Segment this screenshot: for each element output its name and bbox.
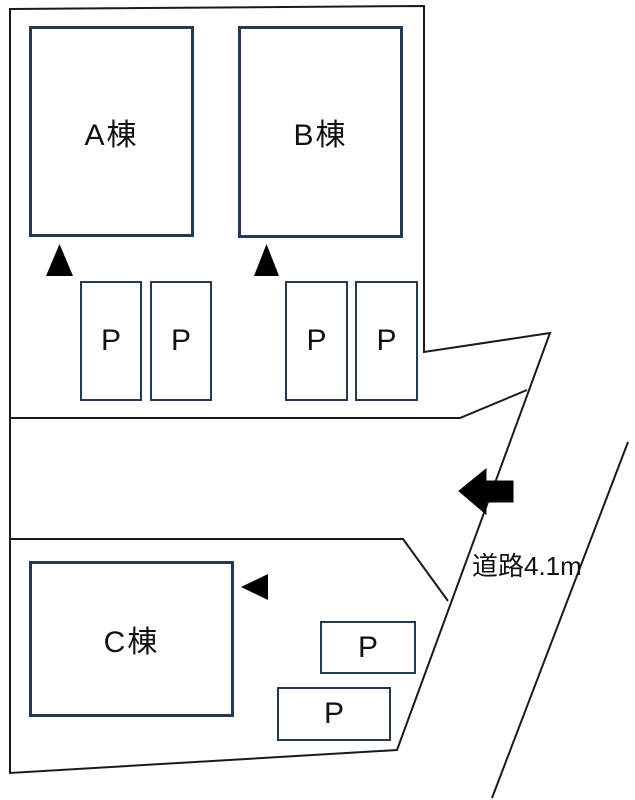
- parking-spot-2: P: [150, 281, 212, 401]
- parking-spot-6-label: P: [323, 697, 344, 730]
- building-a: A棟: [29, 26, 194, 237]
- parking-spot-5: P: [320, 621, 416, 674]
- parking-spot-3: P: [285, 281, 348, 401]
- building-c: C棟: [29, 561, 234, 717]
- parking-spot-1: P: [80, 281, 142, 401]
- road-direction-arrow-icon: [458, 467, 514, 516]
- building-b-label: B棟: [293, 119, 348, 152]
- parking-spot-6: P: [277, 687, 391, 741]
- building-b: B棟: [238, 26, 403, 238]
- road-far-edge-line: [491, 441, 629, 799]
- building-c-label: C棟: [103, 626, 160, 659]
- parking-spot-3-label: P: [306, 324, 327, 357]
- parking-spot-4: P: [355, 281, 418, 401]
- entrance-marker-a-icon: [46, 244, 73, 276]
- internal-boundary-upper: [10, 389, 528, 419]
- road-width-label: 道路4.1m: [472, 551, 582, 581]
- parking-spot-2-label: P: [170, 324, 191, 357]
- building-a-label: A棟: [84, 118, 139, 152]
- parking-spot-4-label: P: [376, 324, 397, 357]
- parking-spot-5-label: P: [357, 630, 378, 664]
- parking-spot-1-label: P: [100, 324, 121, 357]
- entrance-marker-c-icon: [241, 574, 268, 600]
- entrance-marker-b-icon: [254, 244, 279, 276]
- internal-boundary-lower: [10, 538, 449, 602]
